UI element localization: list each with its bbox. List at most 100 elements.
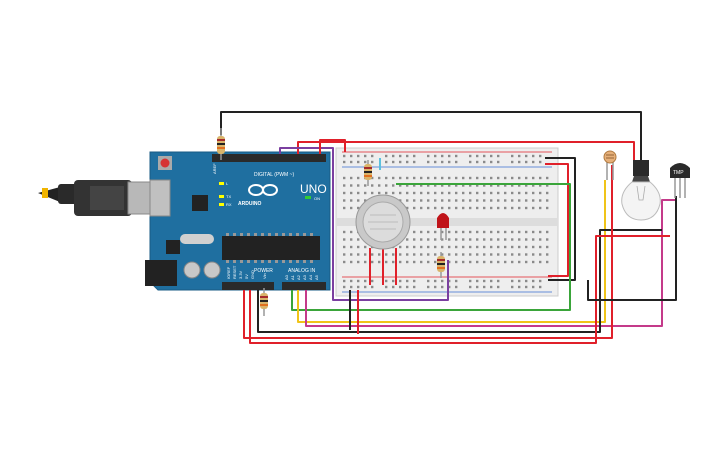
breadboard-hole[interactable] — [497, 260, 500, 264]
breadboard-hole[interactable] — [399, 184, 402, 187]
breadboard-hole[interactable] — [469, 279, 472, 283]
breadboard-hole[interactable] — [371, 160, 374, 164]
breadboard-hole[interactable] — [378, 176, 381, 180]
breadboard-hole[interactable] — [371, 191, 374, 195]
breadboard-hole[interactable] — [504, 199, 507, 202]
breadboard-hole[interactable] — [525, 176, 528, 180]
breadboard-hole[interactable] — [420, 260, 423, 264]
breadboard-hole[interactable] — [497, 245, 500, 249]
breadboard-hole[interactable] — [357, 160, 360, 164]
breadboard-hole[interactable] — [518, 206, 521, 210]
breadboard-hole[interactable] — [511, 176, 514, 180]
breadboard-hole[interactable] — [469, 285, 472, 289]
breadboard-hole[interactable] — [420, 230, 423, 234]
breadboard-hole[interactable] — [511, 184, 514, 187]
breadboard-hole[interactable] — [462, 260, 465, 264]
breadboard-hole[interactable] — [483, 191, 486, 195]
breadboard-hole[interactable] — [350, 154, 353, 158]
breadboard-hole[interactable] — [434, 154, 437, 158]
breadboard-hole[interactable] — [371, 176, 374, 180]
breadboard-hole[interactable] — [406, 154, 409, 158]
breadboard-hole[interactable] — [546, 245, 549, 249]
breadboard-hole[interactable] — [546, 253, 549, 256]
breadboard-hole[interactable] — [413, 191, 416, 195]
breadboard-hole[interactable] — [532, 154, 535, 158]
breadboard-hole[interactable] — [511, 154, 514, 158]
breadboard-hole[interactable] — [427, 253, 430, 256]
breadboard-hole[interactable] — [441, 199, 444, 202]
breadboard-hole[interactable] — [546, 238, 549, 241]
breadboard-hole[interactable] — [476, 154, 479, 158]
breadboard-hole[interactable] — [462, 245, 465, 249]
breadboard-hole[interactable] — [546, 199, 549, 202]
breadboard-hole[interactable] — [518, 154, 521, 158]
breadboard-hole[interactable] — [427, 260, 430, 264]
breadboard-hole[interactable] — [427, 279, 430, 283]
breadboard-hole[interactable] — [434, 191, 437, 195]
breadboard-hole[interactable] — [406, 199, 409, 202]
breadboard-hole[interactable] — [525, 245, 528, 249]
breadboard-hole[interactable] — [413, 279, 416, 283]
breadboard-hole[interactable] — [385, 279, 388, 283]
breadboard-hole[interactable] — [539, 199, 542, 202]
breadboard-hole[interactable] — [490, 245, 493, 249]
breadboard-hole[interactable] — [518, 199, 521, 202]
breadboard-hole[interactable] — [434, 160, 437, 164]
breadboard-hole[interactable] — [399, 191, 402, 195]
breadboard-hole[interactable] — [511, 206, 514, 210]
breadboard-hole[interactable] — [385, 184, 388, 187]
breadboard-hole[interactable] — [343, 245, 346, 249]
breadboard-hole[interactable] — [392, 176, 395, 180]
breadboard-hole[interactable] — [448, 160, 451, 164]
breadboard-hole[interactable] — [469, 245, 472, 249]
breadboard-hole[interactable] — [539, 245, 542, 249]
breadboard-hole[interactable] — [427, 176, 430, 180]
breadboard-hole[interactable] — [511, 199, 514, 202]
breadboard-hole[interactable] — [434, 253, 437, 256]
breadboard-hole[interactable] — [497, 199, 500, 202]
breadboard-hole[interactable] — [455, 238, 458, 241]
breadboard-hole[interactable] — [448, 191, 451, 195]
breadboard-hole[interactable] — [539, 230, 542, 234]
breadboard-hole[interactable] — [483, 260, 486, 264]
breadboard-hole[interactable] — [539, 191, 542, 195]
breadboard-hole[interactable] — [413, 199, 416, 202]
breadboard-hole[interactable] — [525, 154, 528, 158]
digital-pin-header[interactable] — [212, 154, 326, 162]
breadboard-hole[interactable] — [406, 184, 409, 187]
breadboard-hole[interactable] — [357, 191, 360, 195]
breadboard-hole[interactable] — [462, 253, 465, 256]
breadboard-hole[interactable] — [441, 191, 444, 195]
breadboard-hole[interactable] — [532, 260, 535, 264]
breadboard-hole[interactable] — [434, 260, 437, 264]
breadboard-hole[interactable] — [385, 160, 388, 164]
breadboard-hole[interactable] — [357, 184, 360, 187]
breadboard-hole[interactable] — [448, 206, 451, 210]
breadboard-hole[interactable] — [406, 176, 409, 180]
breadboard-hole[interactable] — [511, 253, 514, 256]
breadboard-hole[interactable] — [413, 245, 416, 249]
breadboard-hole[interactable] — [441, 285, 444, 289]
breadboard-hole[interactable] — [364, 191, 367, 195]
breadboard-hole[interactable] — [539, 279, 542, 283]
breadboard-hole[interactable] — [392, 160, 395, 164]
breadboard-hole[interactable] — [483, 160, 486, 164]
breadboard-hole[interactable] — [532, 184, 535, 187]
breadboard-hole[interactable] — [497, 154, 500, 158]
breadboard-hole[interactable] — [385, 260, 388, 264]
breadboard-hole[interactable] — [483, 279, 486, 283]
breadboard-hole[interactable] — [434, 230, 437, 234]
breadboard-hole[interactable] — [532, 245, 535, 249]
breadboard-hole[interactable] — [525, 285, 528, 289]
breadboard-hole[interactable] — [441, 154, 444, 158]
breadboard-hole[interactable] — [546, 230, 549, 234]
breadboard-hole[interactable] — [427, 230, 430, 234]
breadboard-hole[interactable] — [483, 206, 486, 210]
breadboard-hole[interactable] — [448, 176, 451, 180]
breadboard-hole[interactable] — [455, 199, 458, 202]
breadboard-hole[interactable] — [539, 176, 542, 180]
breadboard-hole[interactable] — [441, 160, 444, 164]
power-pin-header[interactable] — [222, 282, 274, 290]
breadboard-hole[interactable] — [469, 184, 472, 187]
breadboard-hole[interactable] — [476, 191, 479, 195]
